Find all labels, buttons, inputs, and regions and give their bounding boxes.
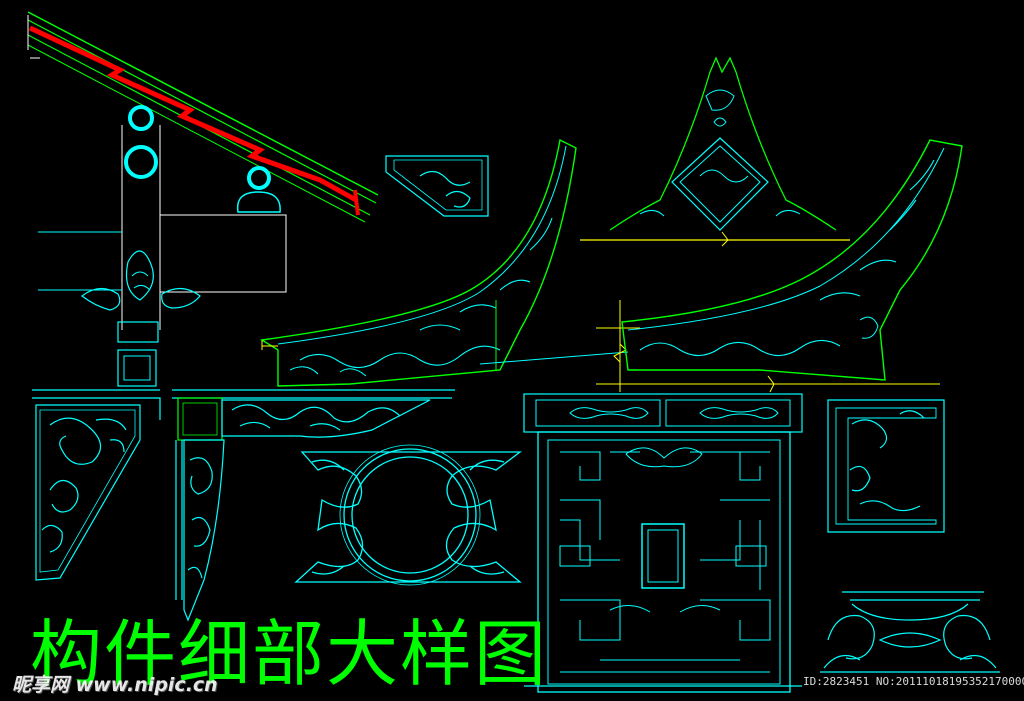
leader-lines (479, 300, 940, 393)
corner-bracket-carving (32, 389, 161, 581)
lattice-door-panel (523, 393, 803, 693)
watermark-id: ID:2823451 NO:20111018195352170000 (803, 675, 1024, 688)
drawing-title: 构件细部大样图 (30, 612, 549, 696)
small-corbel-carving (385, 155, 489, 217)
roof-section-detail (27, 11, 379, 387)
curved-eave-end-left (259, 138, 577, 387)
bracket-frieze-carving (172, 389, 455, 622)
right-bracket-panel (827, 399, 945, 533)
curved-eave-end-right (621, 139, 963, 381)
watermark-brand: 昵享网 www.nipic.cn (12, 674, 218, 696)
round-window-panel (294, 444, 522, 586)
gable-ornament (580, 56, 850, 247)
carved-base-detail (820, 591, 1000, 673)
